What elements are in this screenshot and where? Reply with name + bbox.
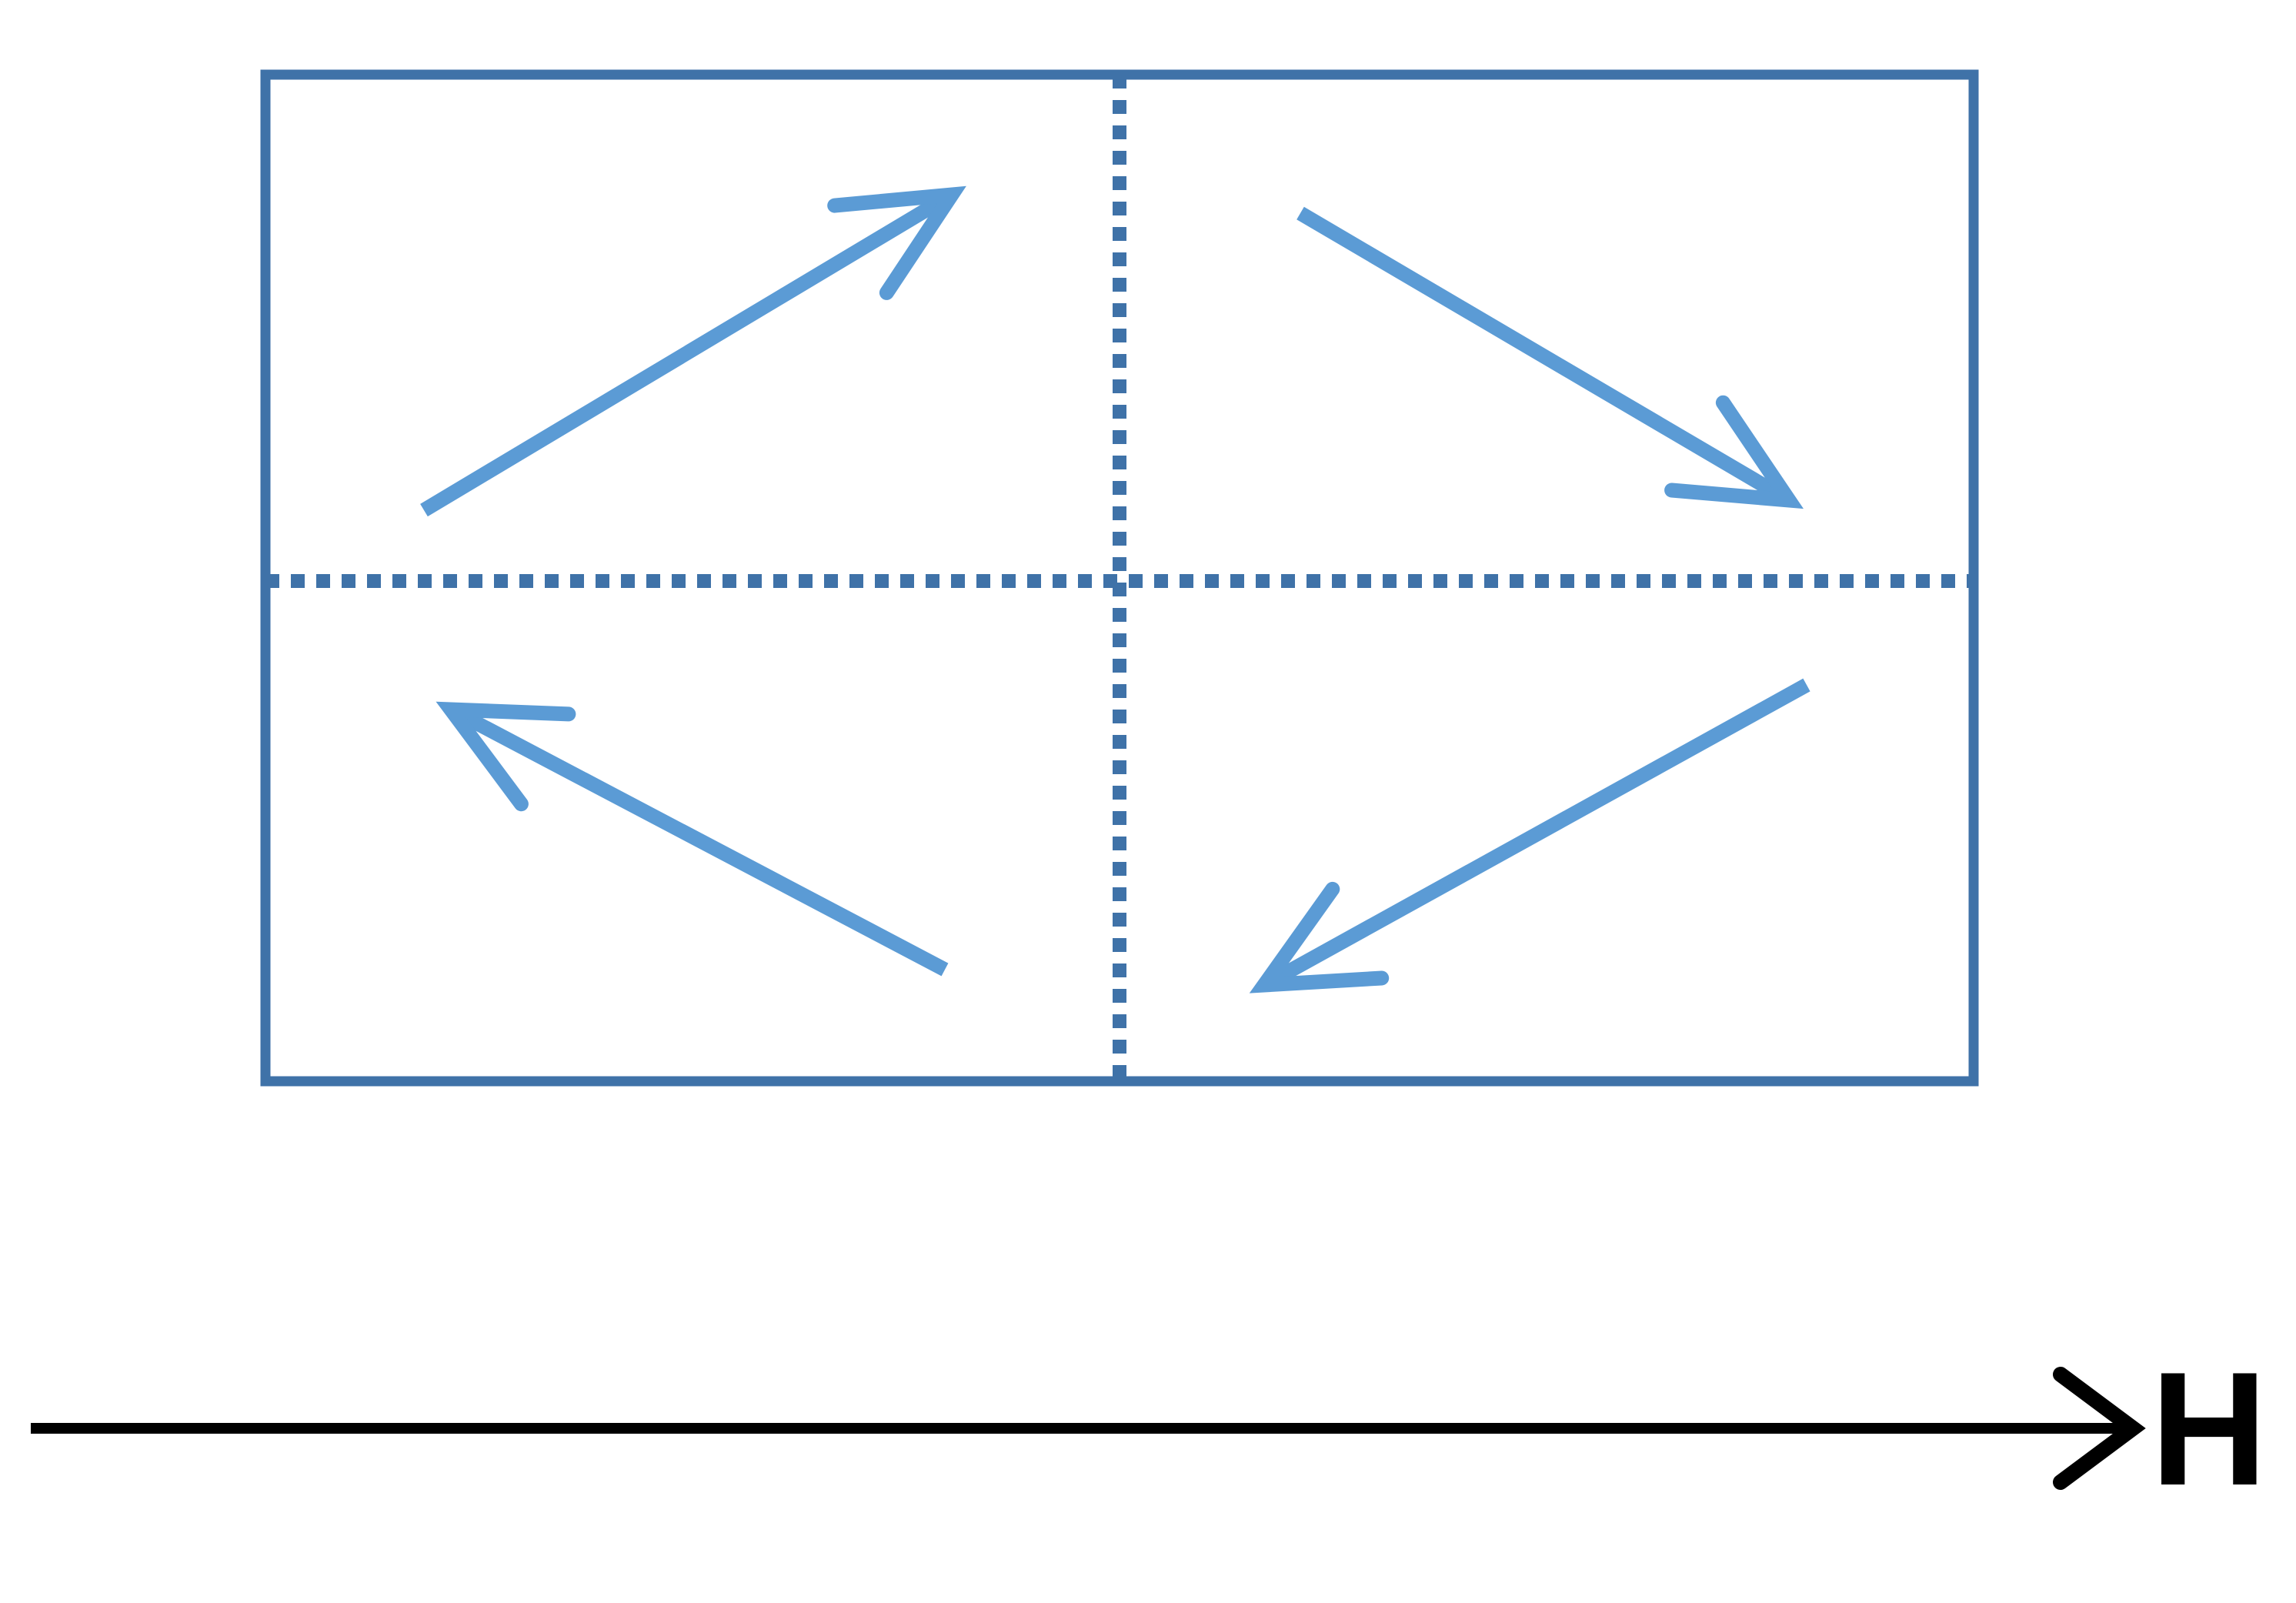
arrow-top-right-head [1664,395,1804,509]
arrow-top-right-shaft [1297,206,1793,507]
arrow-top-left-shaft [420,188,956,517]
arrow-top-left-head [827,185,966,300]
arrow-bottom-left-quadrant [436,701,949,977]
arrow-bottom-right-quadrant [1249,678,1810,994]
h-axis [31,1367,2146,1490]
arrow-top-left-quadrant [420,185,966,517]
h-axis-arrowhead-icon [2053,1367,2146,1490]
arrow-bottom-right-shaft [1260,678,1810,992]
arrow-top-right-quadrant [1297,206,1804,509]
arrow-bottom-right-head [1249,881,1390,994]
arrow-bottom-left-head [436,701,576,812]
arrow-bottom-left-shaft [447,703,949,977]
h-axis-label: H [2151,1338,2268,1519]
